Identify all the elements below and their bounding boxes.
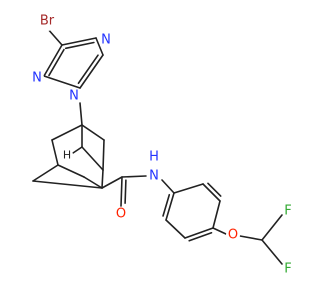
n2-c3-bond [43, 44, 63, 77]
amide-n-atom: N [149, 169, 159, 184]
ph-5 [165, 219, 186, 239]
n2-c3-bond-inner [48, 48, 65, 77]
ad-10 [81, 146, 104, 171]
bromine-atom: Br [40, 14, 55, 29]
carbonyl-o-atom: O [116, 207, 126, 222]
c-f2-bond [261, 239, 283, 265]
n1-c-bond [79, 102, 83, 126]
amide-h-atom: H [149, 150, 159, 165]
ad-9 [102, 139, 105, 171]
c-f1-bond [261, 214, 283, 241]
ether-o-atom: O [228, 228, 238, 243]
ad-1 [51, 124, 83, 141]
ph-2-inner [207, 182, 222, 197]
c-n-amide-bond [121, 175, 147, 178]
atom-labels: Br N N N H N H O O F F [30, 11, 294, 277]
c5-n1-bond [79, 54, 104, 89]
ph-6 [165, 192, 175, 221]
triazole-n1-atom: N [69, 89, 79, 104]
fluorine-2-atom: F [284, 262, 291, 277]
c-o-ether-bond [212, 227, 227, 235]
n-ph-bond [161, 179, 175, 194]
ad-11 [101, 169, 104, 189]
ph-4 [184, 227, 214, 239]
n4-c5-bond [95, 37, 104, 56]
c-o-carbonyl-bond-inner [124, 179, 127, 204]
triazole-n2-atom: N [32, 71, 42, 86]
ad-6 [57, 164, 85, 178]
ad-7 [83, 176, 103, 189]
ad-12 [72, 146, 83, 154]
adamantane-h-atom: H [63, 149, 71, 162]
ad-8 [32, 180, 103, 189]
c3-n4-bond [61, 37, 97, 46]
o-c-bond [239, 235, 263, 241]
ph-6-inner [162, 193, 171, 217]
c3-n4-bond-inner [64, 41, 95, 50]
c-c-amide-bond [101, 176, 123, 189]
ph-2 [202, 183, 221, 202]
ad-5 [32, 164, 59, 182]
c5-n1-bond-inner [77, 54, 99, 85]
triazole-n4-atom: N [101, 33, 111, 48]
ph-1 [173, 183, 204, 194]
ad-2 [81, 124, 105, 141]
ph-3 [212, 200, 221, 229]
ad-4 [51, 139, 59, 166]
molecule-structure: Br N N N H N H O O F F [30, 11, 294, 277]
c-o-carbonyl-bond [120, 176, 123, 207]
c-br-bond [46, 27, 63, 46]
bonds [32, 27, 283, 265]
n1-n2-bond [43, 75, 81, 89]
ph-4-inner [188, 231, 213, 242]
fluorine-1-atom: F [284, 204, 291, 219]
